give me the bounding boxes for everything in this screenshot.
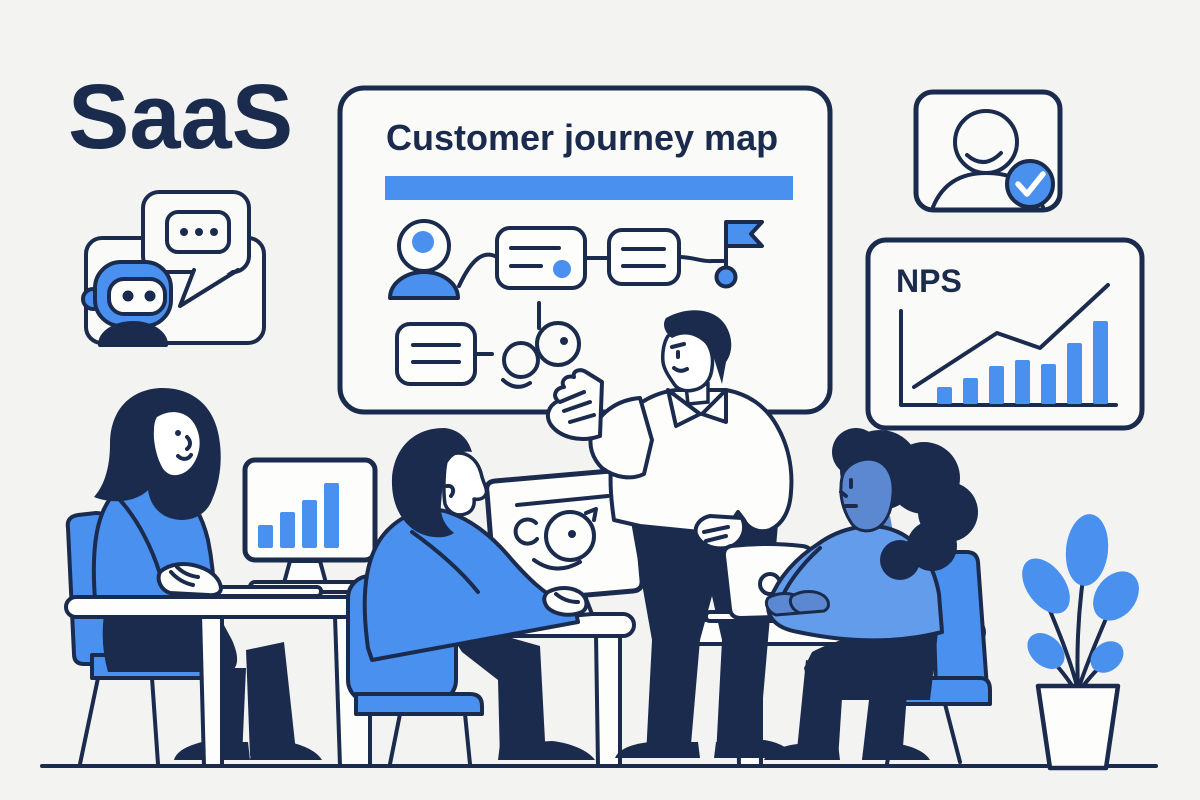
chair-leg <box>943 702 962 764</box>
presenter-collar <box>666 388 728 428</box>
desk-leg <box>198 612 224 768</box>
man-center-face <box>442 451 489 517</box>
woman-left-hand <box>156 562 223 598</box>
desk-left <box>64 595 388 619</box>
woman-right-shoe <box>764 744 840 760</box>
presenter-brow <box>670 342 686 349</box>
progress-bar <box>385 176 793 200</box>
woman-right-leg <box>862 674 908 760</box>
sketch-circle-big <box>544 510 596 562</box>
man-center-fingers <box>554 592 580 604</box>
bar <box>280 512 295 548</box>
sketch-smile <box>532 558 582 571</box>
bar <box>963 378 978 404</box>
flow-card-3-lines <box>411 343 461 364</box>
avatar-card <box>913 89 1063 213</box>
bar <box>1093 321 1108 404</box>
nps-bar-chart <box>937 321 1108 404</box>
woman-left-arm-line <box>118 498 162 576</box>
bar <box>937 387 952 404</box>
woman-left-eye <box>175 430 181 436</box>
flow-cluster-icon <box>501 301 581 389</box>
robot-eye <box>144 290 156 302</box>
typing-indicator <box>165 210 231 254</box>
center-worker <box>346 428 645 768</box>
sketch-circle-small <box>513 517 539 546</box>
monitor-stand <box>282 559 328 585</box>
woman-right-nose-mouth <box>839 490 858 508</box>
bar <box>1067 343 1082 404</box>
saas-logo: SaaS <box>68 66 293 168</box>
nps-title: NPS <box>896 263 962 299</box>
flow-card-2-lines <box>621 247 666 268</box>
robot-body <box>98 321 168 347</box>
woman-left-leg <box>246 642 296 756</box>
nps-card: NPS <box>865 237 1145 431</box>
man-center-arm-line <box>410 530 480 594</box>
presenter-left-sleeve <box>588 396 654 480</box>
presenter-left-fingers <box>558 390 596 424</box>
nps-axis <box>899 309 1118 407</box>
flow-step-card-1 <box>495 226 587 290</box>
flow-flag-icon <box>714 220 764 289</box>
woman-left-shoe <box>250 742 322 760</box>
man-center-legs <box>440 618 546 760</box>
avatar-smile <box>965 151 1003 164</box>
right-worker <box>764 428 992 766</box>
flow-connector-1 <box>457 252 499 288</box>
presenter-shoe <box>615 742 700 758</box>
monitor-bar-chart <box>258 483 339 548</box>
bar <box>302 500 317 548</box>
bar <box>324 483 339 548</box>
flow-user-body <box>388 270 460 300</box>
bar <box>1041 364 1056 404</box>
verified-check-icon <box>1005 159 1055 209</box>
bar <box>258 525 273 548</box>
desk-leg <box>594 632 622 768</box>
speech-bubble-tail-outline <box>178 268 240 308</box>
presenter-left-hand <box>545 368 604 441</box>
chair-leg <box>388 712 402 766</box>
whiteboard: Customer journey map <box>337 85 833 415</box>
office-chair-seat <box>354 692 484 716</box>
plant-leaves <box>1022 514 1139 673</box>
robot-face <box>107 277 167 316</box>
presenter-smile <box>672 366 689 373</box>
woman-right-face <box>839 457 895 533</box>
flow-step-card-2 <box>607 228 681 286</box>
typing-dots-icon <box>180 228 218 236</box>
flow-card-1-dot <box>553 260 571 278</box>
chair-leg <box>78 676 100 766</box>
potted-plant <box>1022 514 1139 771</box>
presenter-right-fingers <box>702 525 730 543</box>
bar <box>989 366 1004 404</box>
man-center-shoe <box>498 741 595 760</box>
checkmark <box>1015 171 1046 197</box>
chair-leg <box>463 712 472 766</box>
sketch-refresh-arrow <box>584 507 598 522</box>
woman-left-nose-mouth <box>176 435 193 461</box>
sketch-line <box>515 494 610 507</box>
robot-eye <box>122 290 134 302</box>
desktop-monitor <box>242 457 378 594</box>
flow-connector-3 <box>677 255 725 264</box>
bar <box>1015 360 1030 404</box>
nps-trend-line <box>912 283 1110 389</box>
woman-left-fingers <box>169 565 200 587</box>
presenter <box>545 310 795 758</box>
presenter-hair <box>664 310 732 384</box>
woman-right-shoe <box>862 743 930 760</box>
man-center-ear <box>445 483 456 498</box>
chatbot-illustration <box>81 190 266 347</box>
chair-leg <box>150 676 160 766</box>
woman-right-leg <box>796 660 844 760</box>
flow-step-card-3 <box>395 322 477 386</box>
whiteboard-title: Customer journey map <box>386 117 778 158</box>
woman-right-hand <box>788 590 830 615</box>
flow-user-dot <box>412 231 434 253</box>
man-center-hair <box>391 428 472 538</box>
flow-card-1-lines <box>509 246 561 268</box>
plant-pot <box>1035 683 1121 771</box>
